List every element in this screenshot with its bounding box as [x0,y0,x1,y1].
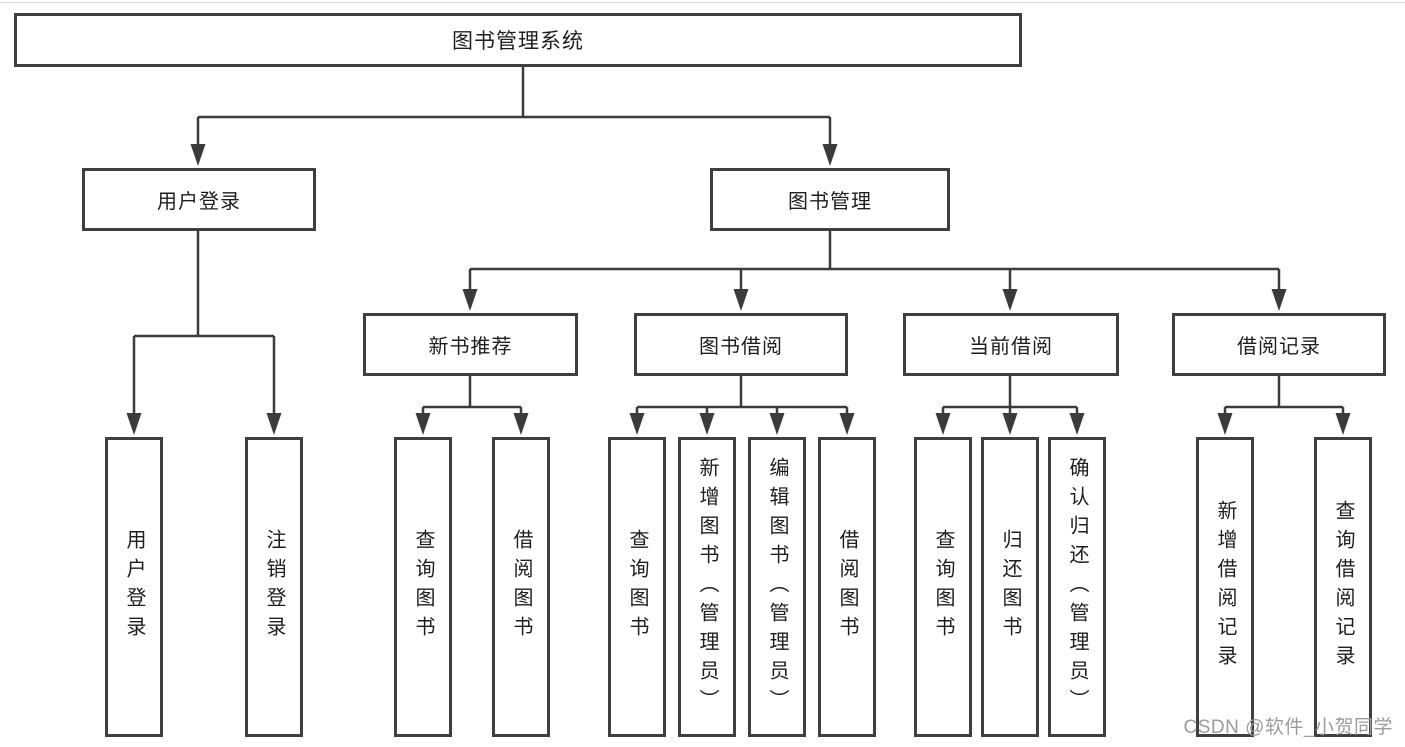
leaf-current-query-books-label: 查询图书 [932,529,954,645]
node-book-management: 图书管理 [710,168,950,231]
arrowhead-icon [462,289,478,311]
node-user-login-label: 用户登录 [157,191,241,213]
arrowhead-icon [266,413,282,435]
arrowhead-icon [699,413,715,435]
leaf-record-query-record-label: 查询借阅记录 [1332,500,1354,674]
leaf-current-return-books: 归还图书 [981,437,1039,737]
leaf-newbook-borrow-books: 借阅图书 [492,437,550,737]
node-borrow-record: 借阅记录 [1172,313,1386,376]
connector-new-book-recommend [415,376,529,435]
arrowhead-icon [415,413,431,435]
leaf-newbook-borrow-books-label: 借阅图书 [510,529,532,645]
arrowhead-icon [769,413,785,435]
leaf-user-login-label: 用户登录 [123,529,145,645]
leaf-current-confirm-return-admin-label: 确认归还（管理员） [1066,456,1088,718]
arrowhead-icon [733,289,749,311]
connector-borrow-record [1217,376,1351,435]
node-book-management-label: 图书管理 [788,191,872,213]
leaf-user-login: 用户登录 [105,437,163,737]
arrowhead-icon [839,413,855,435]
leaf-borrow-edit-books-admin-label: 编辑图书（管理员） [766,456,788,718]
node-new-book-recommend: 新书推荐 [363,313,578,376]
arrowhead-icon [513,413,529,435]
leaf-newbook-query-books: 查询图书 [394,437,452,737]
connector-book-management [462,231,1287,311]
connector-root [190,67,838,166]
connector-user-login [126,231,282,435]
node-root-label: 图书管理系统 [452,30,584,53]
node-book-borrow-label: 图书借阅 [699,336,783,358]
arrowhead-icon [822,144,838,166]
node-new-book-recommend-label: 新书推荐 [428,336,513,358]
leaf-record-query-record: 查询借阅记录 [1314,437,1372,737]
node-current-borrow: 当前借阅 [903,313,1119,376]
leaf-borrow-query-books-label: 查询图书 [626,529,648,645]
watermark: CSDN @软件_小贺同学 [1183,717,1393,738]
leaf-logout-label: 注销登录 [263,529,285,645]
arrowhead-icon [935,413,951,435]
leaf-borrow-add-books-admin-label: 新增图书（管理员） [696,456,718,718]
arrowhead-icon [1217,413,1233,435]
top-divider [0,2,1405,3]
connector-book-borrow [629,376,855,435]
node-root: 图书管理系统 [14,13,1022,67]
leaf-borrow-borrow-books-label: 借阅图书 [836,529,858,645]
leaf-borrow-edit-books-admin: 编辑图书（管理员） [748,437,806,737]
arrowhead-icon [1069,413,1085,435]
connector-current-borrow [935,376,1085,435]
arrowhead-icon [1002,289,1018,311]
leaf-current-confirm-return-admin: 确认归还（管理员） [1048,437,1106,737]
arrowhead-icon [1271,289,1287,311]
node-user-login: 用户登录 [82,168,316,231]
leaf-current-return-books-label: 归还图书 [999,529,1021,645]
leaf-logout: 注销登录 [245,437,303,737]
node-borrow-record-label: 借阅记录 [1237,336,1321,358]
arrowhead-icon [126,413,142,435]
node-book-borrow: 图书借阅 [634,313,848,376]
arrowhead-icon [190,144,206,166]
leaf-record-add-record: 新增借阅记录 [1196,437,1254,737]
leaf-borrow-borrow-books: 借阅图书 [818,437,876,737]
leaf-newbook-query-books-label: 查询图书 [412,529,434,645]
arrowhead-icon [1002,413,1018,435]
arrowhead-icon [1335,413,1351,435]
leaf-current-query-books: 查询图书 [914,437,972,737]
arrowhead-icon [629,413,645,435]
leaf-borrow-add-books-admin: 新增图书（管理员） [678,437,736,737]
node-current-borrow-label: 当前借阅 [969,336,1053,358]
leaf-record-add-record-label: 新增借阅记录 [1214,500,1236,674]
leaf-borrow-query-books: 查询图书 [608,437,666,737]
